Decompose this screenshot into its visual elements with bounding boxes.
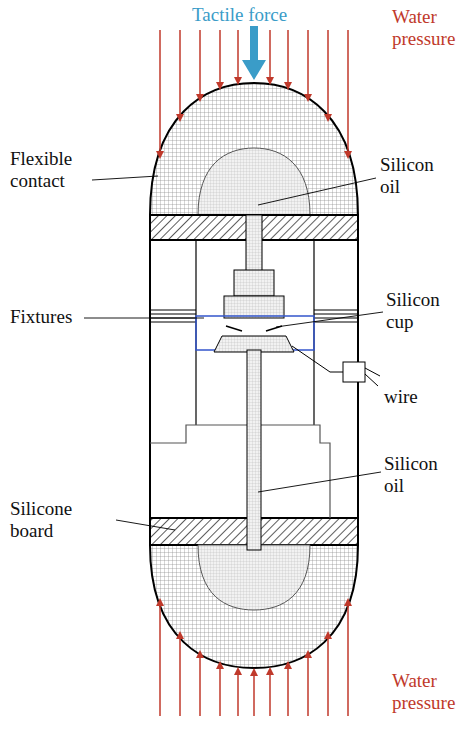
force-label: Tactile force: [192, 4, 362, 26]
oil-channel: [246, 215, 262, 272]
pressure-label: Water pressure: [392, 670, 472, 714]
pressure-arrows: [160, 30, 348, 157]
cup-membrane: [226, 326, 282, 331]
oil-chamber: [224, 296, 284, 318]
force-arrowhead: [242, 60, 266, 80]
oil-chamber: [234, 270, 274, 296]
part-label: Silicon oil: [380, 154, 450, 198]
connector-block: [343, 362, 365, 382]
pressure-label: Water pressure: [392, 6, 472, 50]
wire-line: [292, 346, 345, 372]
base-block: [150, 425, 330, 518]
part-label: Silicon cup: [386, 289, 462, 333]
force-arrow: [250, 26, 258, 62]
oil-dome-bottom: [198, 545, 310, 610]
part-label: Silicone board: [10, 498, 120, 542]
housing-wall: [149, 240, 151, 518]
pressure-arrows: [160, 600, 348, 716]
leader-lines: [84, 176, 383, 530]
part-label: wire: [384, 386, 444, 408]
flexible-contact-top: [150, 83, 358, 215]
oil-dome-top: [198, 148, 310, 215]
part-label: Silicon oil: [384, 453, 454, 497]
wire-leads: [365, 368, 380, 386]
part-label: Flexible contact: [10, 148, 102, 192]
flexible-contact-bottom: [150, 545, 358, 668]
part-label: Fixtures: [10, 306, 100, 328]
oil-channel: [247, 350, 261, 550]
